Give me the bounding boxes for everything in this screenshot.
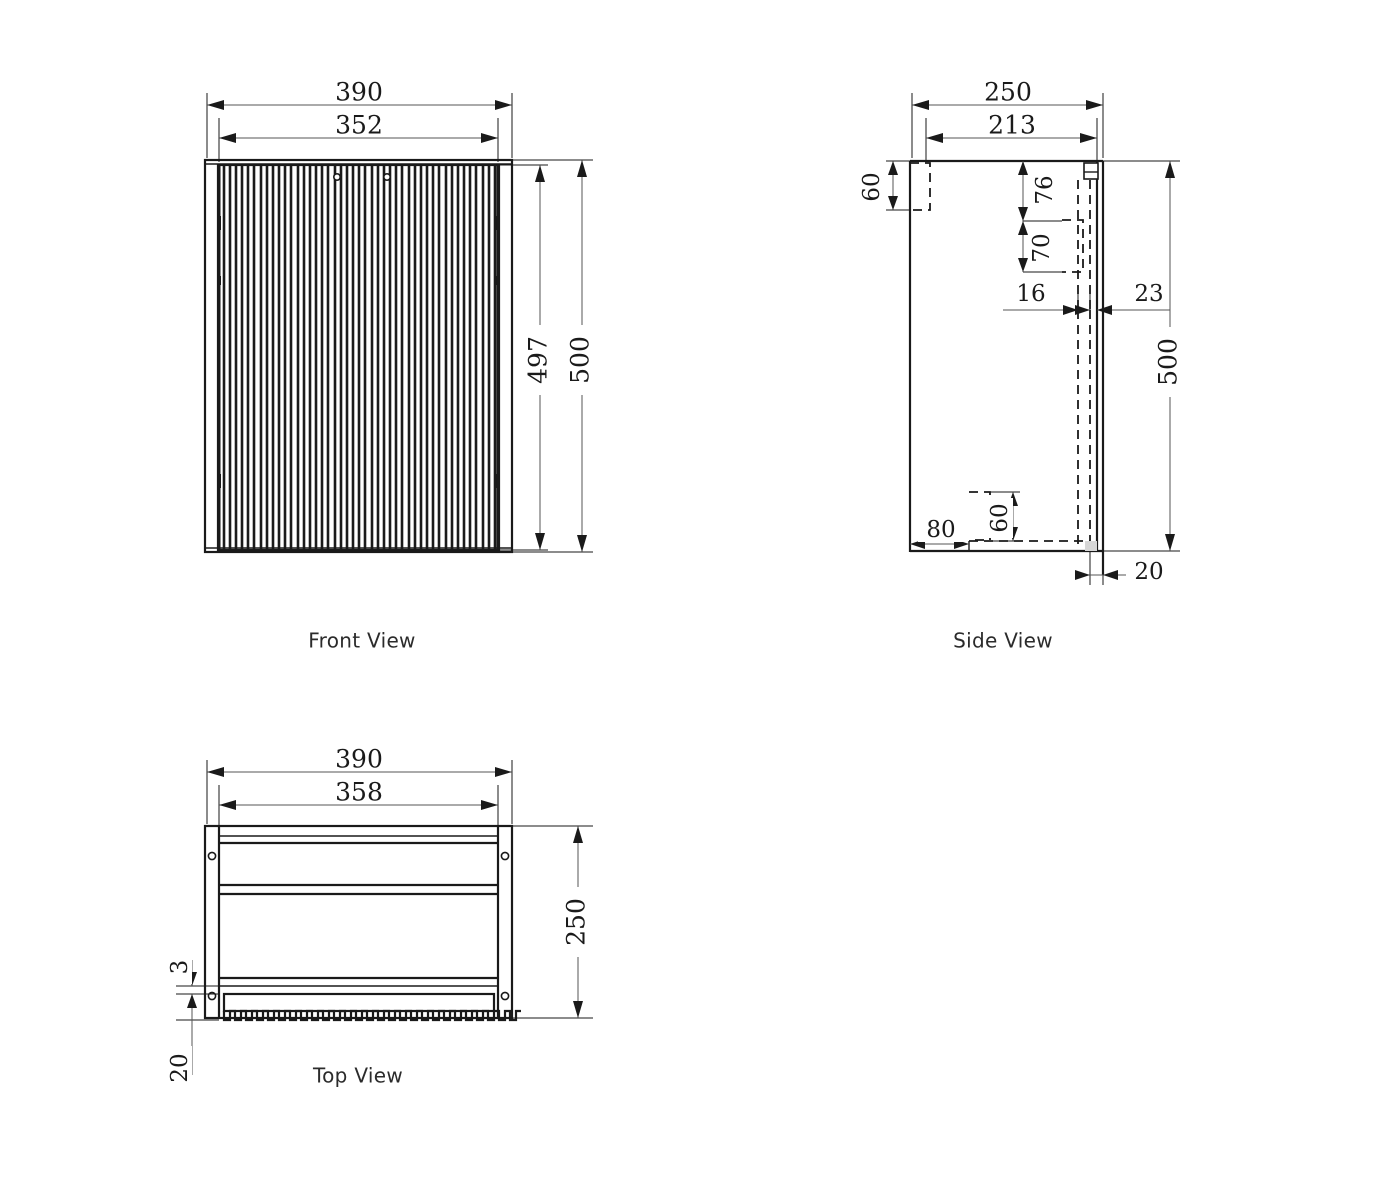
side-view-top-notch [910,162,931,211]
front-dim-497-label: 497 [524,336,553,384]
top-view-rails [219,835,498,987]
front-dim-352: 352 [218,111,499,162]
side-view-hidden-bracket [1062,180,1091,310]
front-dim-390-label: 390 [335,78,383,107]
front-dim-352-label: 352 [335,111,383,140]
side-dim-23-label: 23 [1134,281,1163,307]
top-view-carcass [203,824,514,1020]
top-dim-3-label: 3 [167,960,193,975]
side-dim-76-label: 76 [1032,175,1058,204]
side-dim-16: 16 [1003,281,1091,318]
side-dim-20-label: 20 [1134,559,1163,585]
side-view-hidden-rear-panel [1077,310,1091,545]
top-dim-250: 250 [512,825,593,1019]
side-view-group: 250 213 60 76 [859,78,1183,653]
side-dim-76: 76 [1018,161,1062,222]
top-view-group: 390 358 250 3 [167,745,593,1090]
side-dim-60-top: 60 [859,160,910,211]
top-view-serration [222,1009,521,1022]
front-view-label: Front View [308,629,415,653]
side-dim-500: 500 [1103,160,1183,552]
top-dim-390: 390 [206,745,513,824]
side-dim-213-label: 213 [988,111,1036,140]
top-dim-20-label: 20 [167,1053,193,1082]
side-dim-60-top-label: 60 [859,172,885,201]
top-view-front-lip [222,992,521,1022]
front-view-slats [222,166,497,549]
side-view-top-bracket [1083,162,1099,180]
side-dim-70: 70 [1018,221,1062,273]
front-view-hinge-marks [217,216,500,488]
front-view-slat-panel [216,163,501,552]
side-dim-60-bottom-label: 60 [987,503,1013,532]
side-dim-70-label: 70 [1029,233,1055,262]
side-dim-80-label: 80 [926,517,955,543]
top-dim-20: 20 [167,994,219,1090]
front-dim-500: 500 [512,159,595,553]
side-view-label: Side View [953,629,1053,653]
top-dim-3: 3 [167,950,219,995]
side-dim-16-label: 16 [1016,281,1045,307]
top-dim-390-label: 390 [335,745,383,774]
front-dim-390: 390 [206,78,513,158]
top-view-label: Top View [312,1064,403,1088]
side-view-carcass [908,159,1105,575]
front-dim-500-label: 500 [566,336,595,384]
front-view-group: 390 352 497 [203,78,595,653]
side-dim-250: 250 [911,78,1104,158]
front-view-fixing-holes [332,173,391,182]
side-dim-213: 213 [925,111,1098,162]
side-dim-250-label: 250 [984,78,1032,107]
top-dim-358-label: 358 [335,778,383,807]
side-dim-60-bottom: 60 [987,491,1020,542]
top-dim-358: 358 [218,778,499,828]
top-dim-250-label: 250 [562,898,591,946]
side-dim-80: 80 [910,517,969,549]
front-dim-497: 497 [500,164,553,551]
side-dim-500-label: 500 [1154,338,1183,386]
side-dim-23: 23 [1097,281,1170,315]
side-dim-20: 20 [1075,551,1170,586]
